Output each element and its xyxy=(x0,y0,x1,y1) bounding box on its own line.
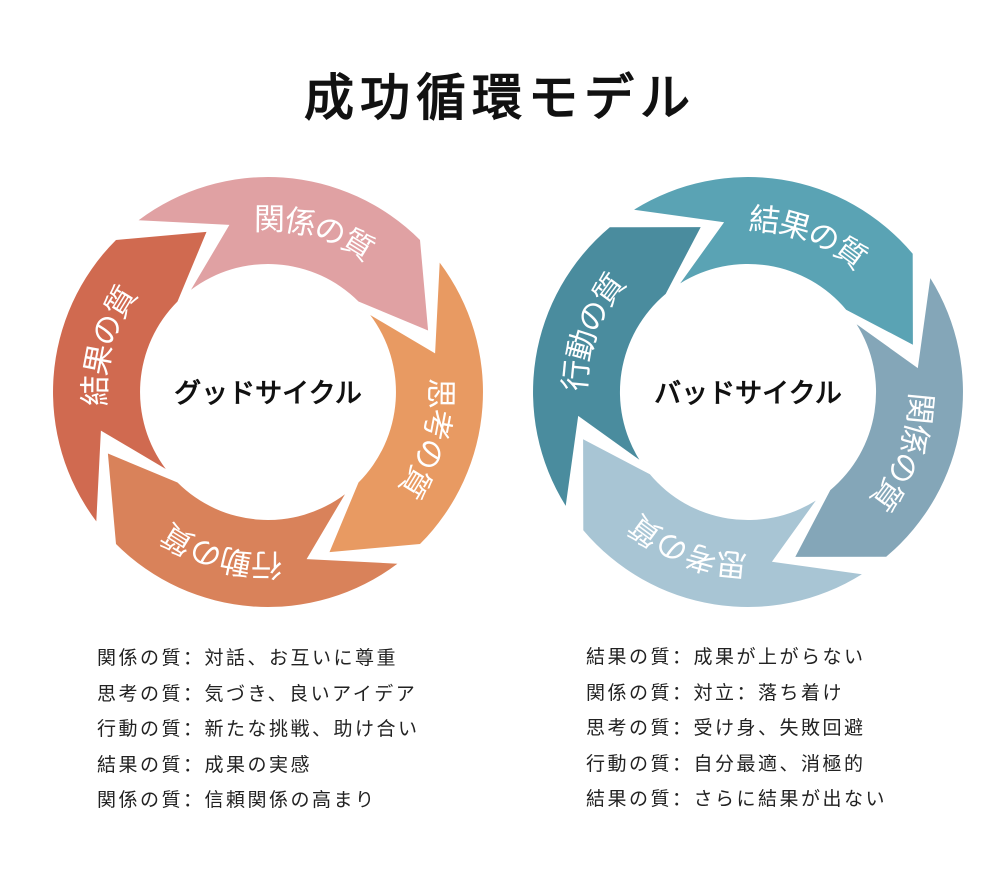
bad-list-item: 結果の質：成果が上がらない xyxy=(586,646,866,668)
page-title: 成功循環モデル xyxy=(304,69,696,127)
good-cycle-center-label: グッドサイクル xyxy=(174,378,362,410)
bad-list-item: 思考の質：受け身、失敗回避 xyxy=(586,717,866,739)
bad-cycle-segment-arrow xyxy=(634,177,913,345)
bad-cycle-segment-arrow xyxy=(533,227,701,506)
bad-list-item: 結果の質：さらに結果が出ない xyxy=(586,788,888,810)
good-list-item: 行動の質：新たな挑戦、助け合い xyxy=(97,718,420,740)
good-list-item: 関係の質：対話、お互いに尊重 xyxy=(97,647,399,669)
good-list-item: 関係の質：信頼関係の高まり xyxy=(97,789,377,811)
bad-list-item: 関係の質：対立：落ち着け xyxy=(586,681,845,704)
good-list-item: 結果の質：成果の実感 xyxy=(97,753,313,776)
good-cycle-segment-arrow xyxy=(329,262,483,553)
bad-cycle-segment-arrow xyxy=(795,278,963,557)
good-cycle-list: 関係の質：対話、お互いに尊重 思考の質：気づき、良いアイデア 行動の質：新たな挑… xyxy=(97,641,420,819)
good-list-item: 思考の質：気づき、良いアイデア xyxy=(97,682,418,705)
bad-list-item: 行動の質：自分最適、消極的 xyxy=(586,752,866,775)
good-cycle-segment-arrow xyxy=(107,453,398,607)
bad-cycle-segment-arrow xyxy=(583,439,862,607)
bad-cycle-list: 結果の質：成果が上がらない 関係の質：対立：落ち着け 思考の質：受け身、失敗回避… xyxy=(586,640,887,818)
good-cycle-segment-arrow xyxy=(53,231,207,522)
good-cycle-segment-arrow xyxy=(138,177,429,331)
bad-cycle-center-label: バッドサイクル xyxy=(654,379,842,410)
